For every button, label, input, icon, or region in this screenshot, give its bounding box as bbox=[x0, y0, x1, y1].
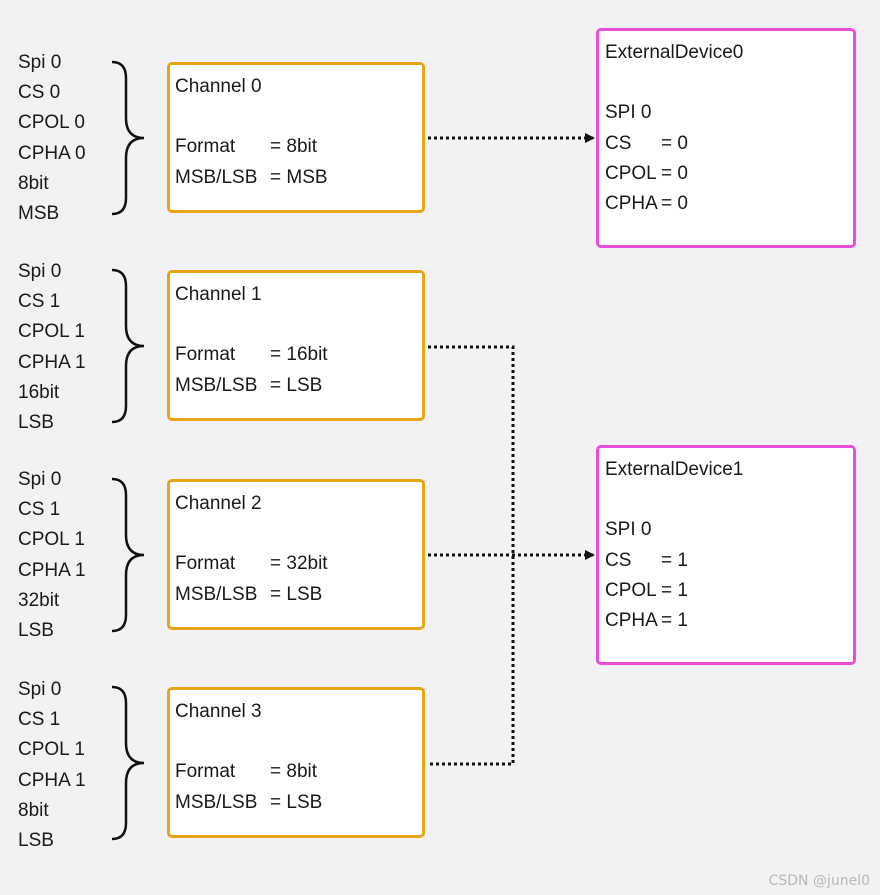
config-line: Spi 0 bbox=[18, 679, 62, 700]
cpol-label: CPOL bbox=[605, 162, 657, 184]
config-line: LSB bbox=[18, 830, 54, 852]
order-value: = LSB bbox=[270, 374, 323, 396]
brace-config-1 bbox=[111, 268, 145, 424]
config-line: 8bit bbox=[18, 799, 49, 821]
cpha-label: CPHA bbox=[605, 193, 658, 214]
config-line: CS 1 bbox=[18, 291, 61, 313]
config-line: 32bit bbox=[18, 589, 60, 611]
format-value: = 32bit bbox=[270, 553, 328, 575]
format-label: Format bbox=[175, 553, 236, 575]
config-line: CPOL 1 bbox=[18, 529, 85, 551]
cs-value: = 0 bbox=[661, 132, 688, 154]
config-line: MSB bbox=[18, 203, 60, 225]
config-line: LSB bbox=[18, 412, 54, 434]
order-label: MSB/LSB bbox=[175, 374, 258, 396]
config-line: CPHA 1 bbox=[18, 769, 86, 791]
cpha-value: = 0 bbox=[661, 193, 688, 214]
channel-title: Channel 0 bbox=[175, 76, 262, 97]
order-value: = MSB bbox=[270, 166, 328, 188]
external-device-0: ExternalDevice0 SPI 0 CS = 0 CPOL= 0 CPHA… bbox=[596, 28, 856, 248]
order-label: MSB/LSB bbox=[175, 166, 258, 188]
channel-title: Channel 2 bbox=[175, 493, 262, 514]
config-line: CS 1 bbox=[18, 499, 61, 521]
cpha-value: = 1 bbox=[661, 610, 688, 631]
config-list-3: Spi 0 CS 1 CPOL 1 CPHA 1 8bit LSB bbox=[18, 675, 86, 856]
config-line: CPHA 0 bbox=[18, 142, 86, 164]
config-line: CPOL 1 bbox=[18, 321, 85, 343]
order-value: = LSB bbox=[270, 791, 323, 813]
config-line: Spi 0 bbox=[18, 469, 62, 490]
config-line: CPOL 0 bbox=[18, 112, 85, 134]
config-line: CPHA 1 bbox=[18, 559, 86, 581]
cs-label: CS bbox=[605, 132, 632, 154]
device-spi: SPI 0 bbox=[605, 102, 652, 124]
cpol-value: = 1 bbox=[661, 579, 688, 601]
config-line: Spi 0 bbox=[18, 52, 62, 73]
cpol-label: CPOL bbox=[605, 579, 657, 601]
connector-channel1-bus bbox=[428, 345, 515, 766]
watermark: CSDN @junel0 bbox=[768, 873, 870, 889]
format-label: Format bbox=[175, 761, 236, 783]
format-label: Format bbox=[175, 136, 236, 158]
device-spi: SPI 0 bbox=[605, 519, 652, 541]
channel-title: Channel 1 bbox=[175, 284, 262, 305]
config-line: 16bit bbox=[18, 381, 60, 403]
device-title: ExternalDevice0 bbox=[605, 42, 744, 63]
channel-box-1: Channel 1 Format = 16bit MSB/LSB = LSB bbox=[167, 270, 425, 421]
channel-box-3: Channel 3 Format = 8bit MSB/LSB = LSB bbox=[167, 687, 425, 838]
device-title: ExternalDevice1 bbox=[605, 459, 744, 480]
config-list-0: Spi 0 CS 0 CPOL 0 CPHA 0 8bit MSB bbox=[18, 48, 86, 229]
channel-box-2: Channel 2 Format = 32bit MSB/LSB = LSB bbox=[167, 479, 425, 630]
brace-config-0 bbox=[111, 60, 145, 216]
external-device-1: ExternalDevice1 SPI 0 CS = 1 CPOL= 1 CPHA… bbox=[596, 445, 856, 665]
config-line: 8bit bbox=[18, 172, 49, 194]
channel-box-0: Channel 0 Format = 8bit MSB/LSB = MSB bbox=[167, 62, 425, 213]
config-line: LSB bbox=[18, 620, 54, 642]
config-list-2: Spi 0 CS 1 CPOL 1 CPHA 1 32bit LSB bbox=[18, 465, 86, 646]
cs-value: = 1 bbox=[661, 549, 688, 571]
config-line: CPHA 1 bbox=[18, 351, 86, 373]
brace-config-3 bbox=[111, 685, 145, 841]
format-value: = 8bit bbox=[270, 761, 318, 783]
format-value: = 16bit bbox=[270, 344, 328, 366]
order-label: MSB/LSB bbox=[175, 583, 258, 605]
config-line: CS 0 bbox=[18, 82, 61, 104]
config-line: CS 1 bbox=[18, 709, 61, 731]
order-value: = LSB bbox=[270, 583, 323, 605]
config-list-1: Spi 0 CS 1 CPOL 1 CPHA 1 16bit LSB bbox=[18, 257, 86, 438]
format-label: Format bbox=[175, 344, 236, 366]
config-line: CPOL 1 bbox=[18, 739, 85, 761]
channel-title: Channel 3 bbox=[175, 701, 262, 722]
brace-config-2 bbox=[111, 477, 145, 633]
order-label: MSB/LSB bbox=[175, 791, 258, 813]
cpol-value: = 0 bbox=[661, 162, 688, 184]
config-line: Spi 0 bbox=[18, 261, 62, 282]
cpha-label: CPHA bbox=[605, 610, 658, 631]
cs-label: CS bbox=[605, 549, 632, 571]
format-value: = 8bit bbox=[270, 136, 318, 158]
